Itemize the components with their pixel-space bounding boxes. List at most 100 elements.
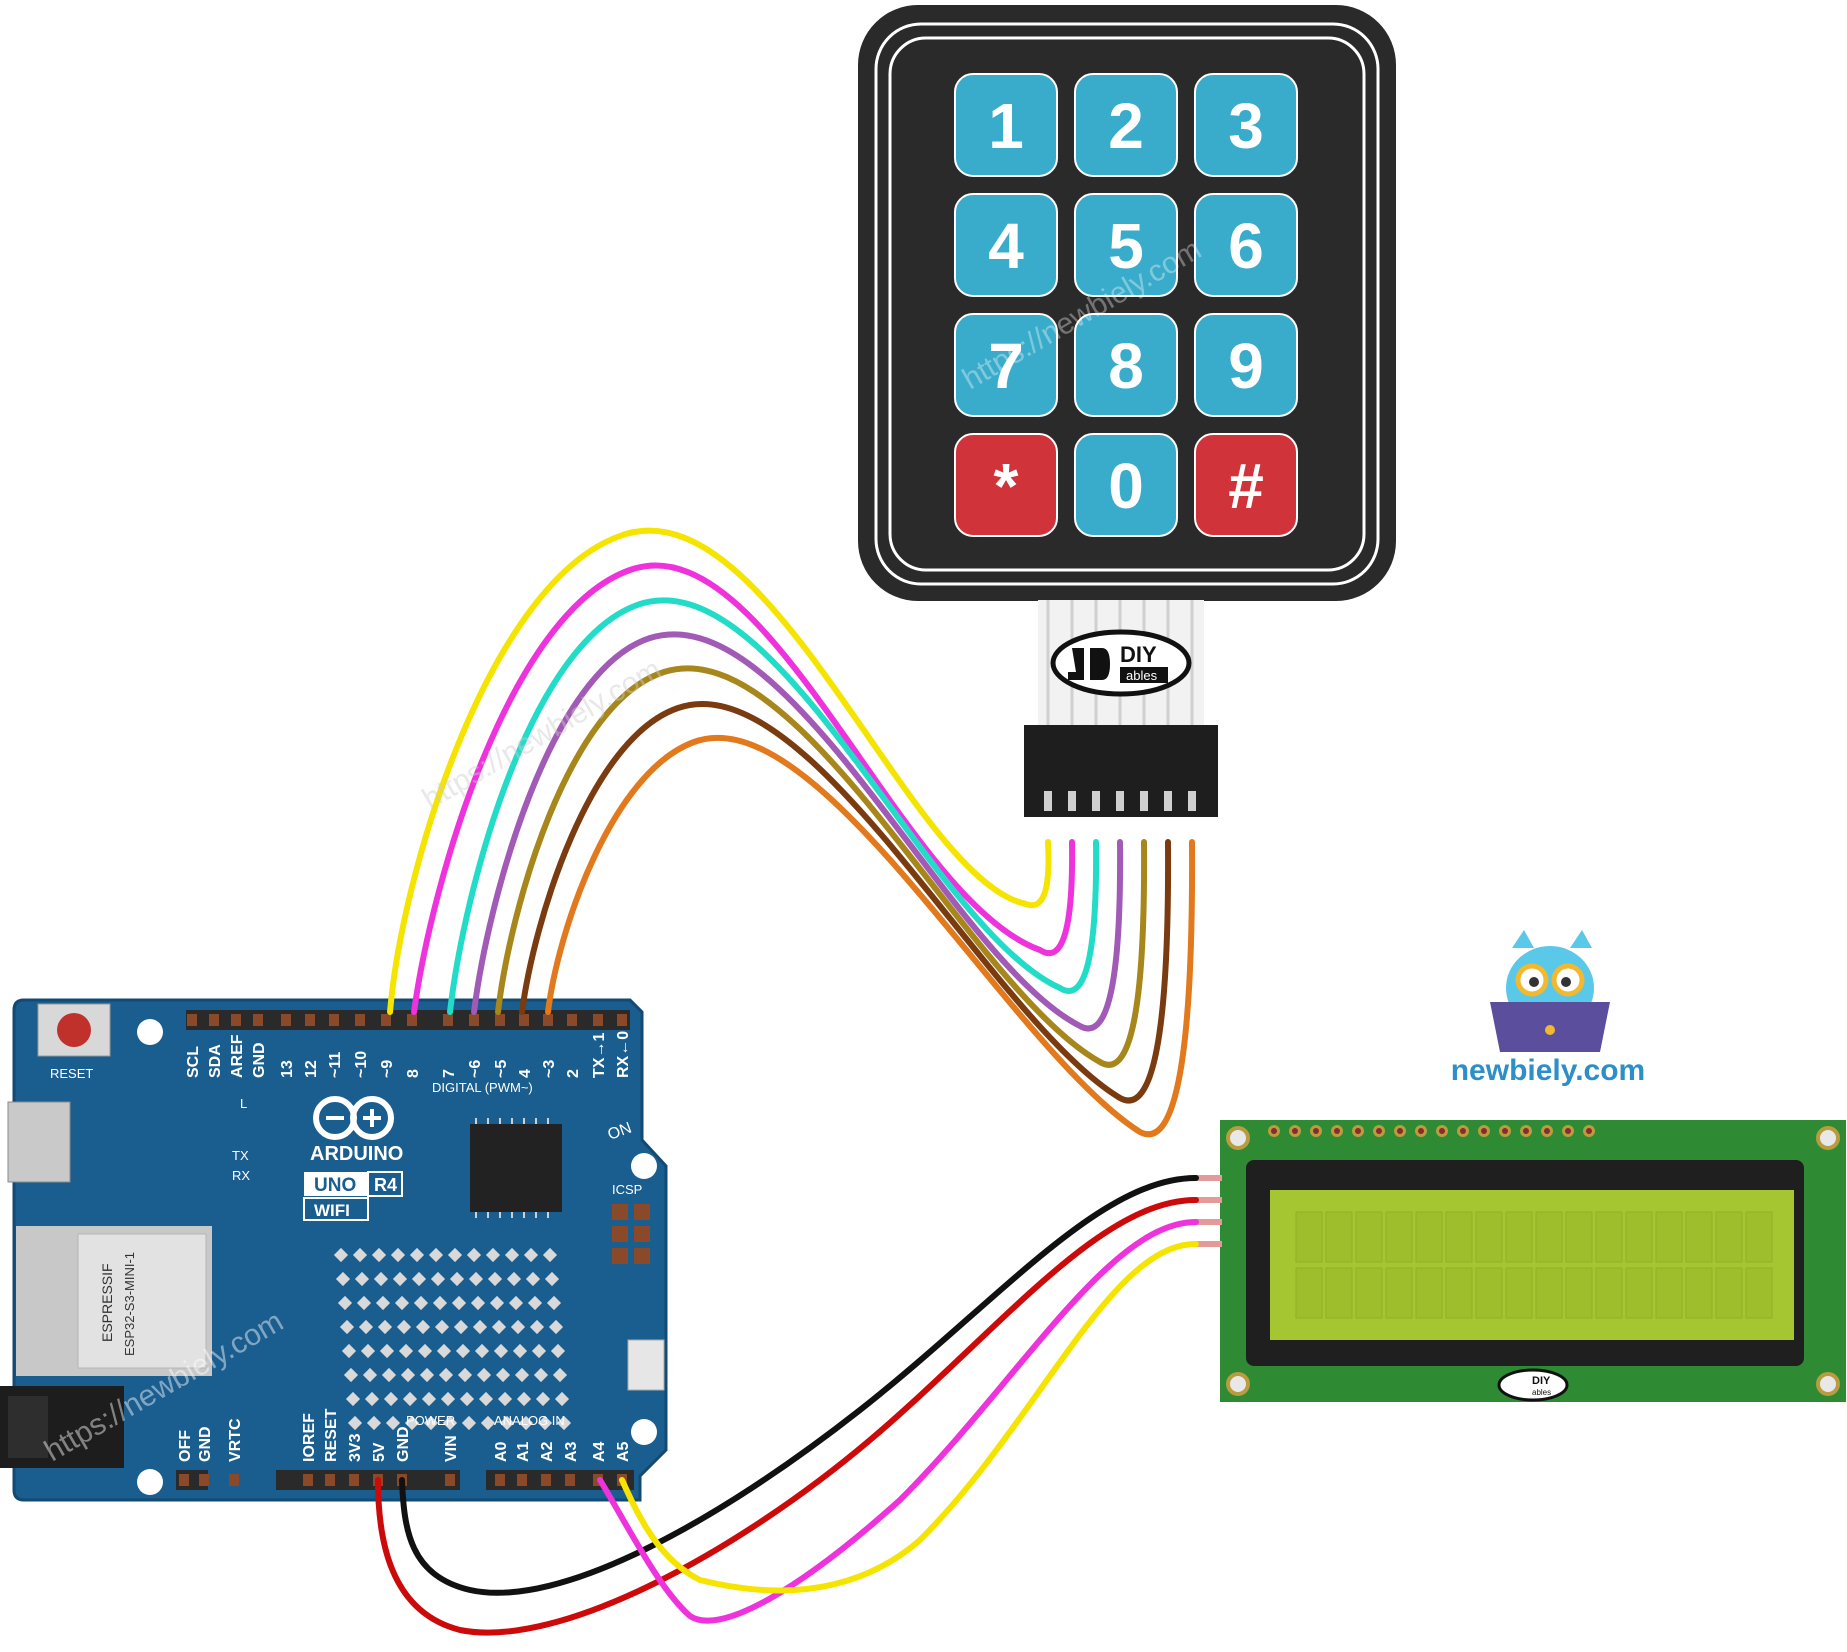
matrix-led [535,1391,551,1407]
key-cap [954,313,1058,417]
bottom-pin-label: A4 [591,1441,608,1462]
rev-badge [367,1171,403,1197]
top-pin[interactable] [187,1014,197,1026]
newbiely-site: newbiely.com [1451,1054,1646,1087]
keypad-key-3[interactable]: 3 [1194,73,1298,177]
top-pin-label: 8 [405,1069,422,1078]
matrix-led [392,1271,408,1287]
lcd-cell [1655,1267,1683,1319]
keypad-key-4[interactable]: 4 [954,193,1058,297]
keypad-key-2[interactable]: 2 [1074,73,1178,177]
bottom-pin[interactable] [495,1474,505,1486]
matrix-led [512,1343,528,1359]
top-pin[interactable] [355,1014,365,1026]
lcd-pad-hole [1292,1128,1298,1134]
top-pin[interactable] [231,1014,241,1026]
keypad-key-1[interactable]: 1 [954,73,1058,177]
top-pin[interactable] [617,1014,627,1026]
lcd-pad-hole [1397,1128,1403,1134]
matrix-led [525,1271,541,1287]
keypad-key-0[interactable]: 0 [1074,433,1178,537]
top-pin[interactable] [519,1014,529,1026]
wire-keypad-purple [471,631,1124,1032]
arduino-uno-r4-wifi: RESET ESPRESSIF ESP32-S3-MINI-1 A [0,998,668,1502]
top-pin[interactable] [495,1014,505,1026]
key-label: 8 [1108,330,1144,402]
top-pin[interactable] [593,1014,603,1026]
top-pin[interactable] [543,1014,553,1026]
matrix-led [544,1271,560,1287]
matrix-led [518,1415,534,1431]
key-label: 9 [1228,330,1264,402]
lcd-mount-hole-tr [1816,1126,1840,1150]
top-pin[interactable] [469,1014,479,1026]
matrix-led [472,1319,488,1335]
keypad-key-5[interactable]: 5 [1074,193,1178,297]
top-pin[interactable] [381,1014,391,1026]
matrix-led [504,1247,520,1263]
keypad-border-inner [888,36,1366,572]
lcd-cell [1595,1267,1623,1319]
bottom-pin[interactable] [229,1474,239,1486]
keypad-connector-pins [1044,791,1196,811]
lcd-character-cells [1295,1211,1773,1319]
matrix-led [548,1319,564,1335]
power-header-strip [276,1470,460,1490]
main-mcu-chip [470,1124,562,1212]
lcd-pad-hole [1313,1128,1319,1134]
top-pin[interactable] [305,1014,315,1026]
bottom-pin[interactable] [349,1474,359,1486]
bottom-pin[interactable] [325,1474,335,1486]
top-pin-label: 7 [441,1069,458,1078]
top-pin[interactable] [567,1014,577,1026]
matrix-led [432,1295,448,1311]
top-pin[interactable] [329,1014,339,1026]
lcd-cell [1505,1267,1533,1319]
esp32-model: ESP32-S3-MINI-1 [122,1252,137,1356]
keypad-key-hash[interactable]: # [1194,433,1298,537]
keypad-key-7[interactable]: 7 [954,313,1058,417]
lcd-pad-hole [1544,1128,1550,1134]
lcd-pad-hole [1355,1128,1361,1134]
matrix-led [366,1415,382,1431]
matrix-led [531,1343,547,1359]
key-label: 0 [1108,450,1144,522]
keypad-border-outer [874,22,1380,586]
key-label: # [1228,450,1264,522]
keypad-key-6[interactable]: 6 [1194,193,1298,297]
bottom-pin-label: GND [197,1426,214,1462]
bottom-pin[interactable] [303,1474,313,1486]
matrix-led [470,1295,486,1311]
matrix-led [554,1391,570,1407]
bottom-pin[interactable] [517,1474,527,1486]
bottom-pin-label: GND [395,1426,412,1462]
keypad-key-star[interactable]: * [954,433,1058,537]
matrix-led [499,1415,515,1431]
top-pin[interactable] [407,1014,417,1026]
lcd-pin-pads [1268,1125,1595,1137]
lcd-cell [1385,1211,1413,1263]
bottom-pin[interactable] [199,1474,209,1486]
key-cap [1074,433,1178,537]
top-pin[interactable] [443,1014,453,1026]
bottom-pin[interactable] [565,1474,575,1486]
top-pin[interactable] [281,1014,291,1026]
top-pin-label: GND [251,1042,268,1078]
reset-button[interactable] [57,1013,91,1047]
keypad-key-8[interactable]: 8 [1074,313,1178,417]
matrix-led [400,1367,416,1383]
digital-pwm-label: DIGITAL (PWM~) [432,1080,533,1095]
lcd-pad-hole [1565,1128,1571,1134]
top-pin[interactable] [253,1014,263,1026]
bottom-pin[interactable] [179,1474,189,1486]
laptop-logo-dot [1545,1025,1555,1035]
bottom-pin[interactable] [445,1474,455,1486]
matrix-led [497,1391,513,1407]
key-label: 4 [988,210,1024,282]
keypad-brand-sub: ables [1126,668,1158,683]
matrix-led [542,1247,558,1263]
top-pin[interactable] [209,1014,219,1026]
keypad-key-9[interactable]: 9 [1194,313,1298,417]
matrix-led [468,1271,484,1287]
bottom-pin[interactable] [541,1474,551,1486]
